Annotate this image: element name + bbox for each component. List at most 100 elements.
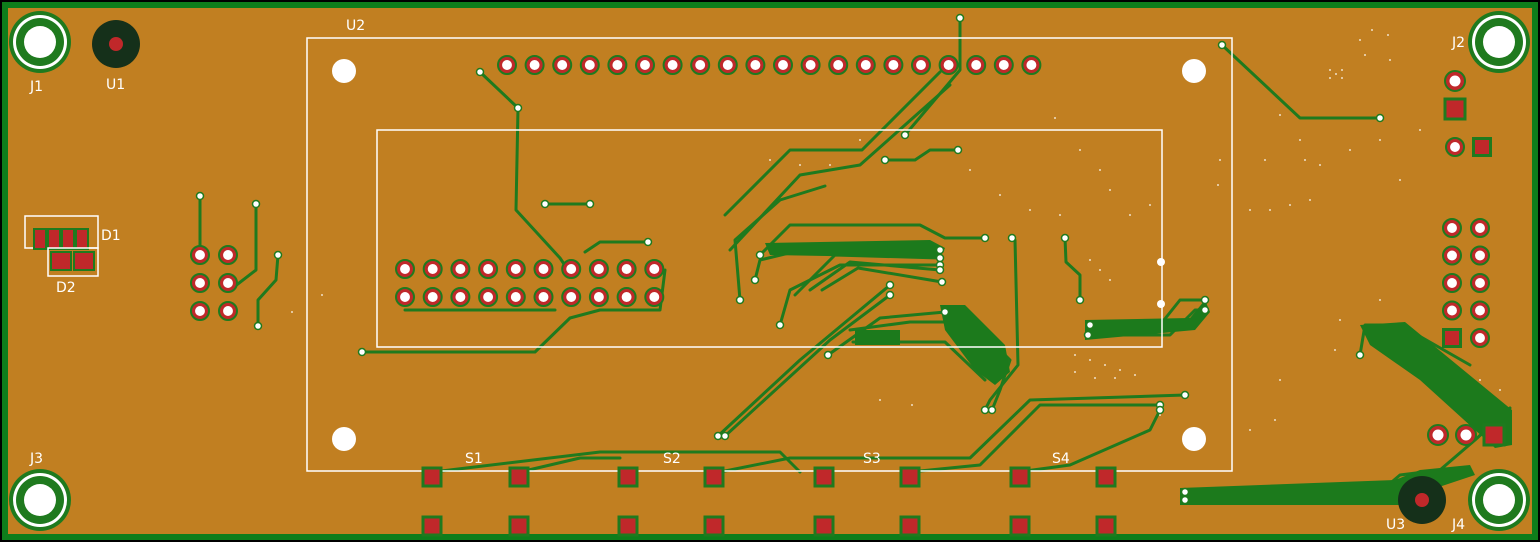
u2-header-pad [938,55,959,75]
power-pad [1455,424,1477,446]
switch-pad [703,515,725,537]
label-u3: U3 [1386,517,1405,533]
left-header-pad [190,273,210,293]
mount-hole [1182,427,1206,451]
via [1217,40,1227,50]
switch-pad [508,466,530,488]
left-header-pad [218,301,238,321]
j2-pad [1444,70,1466,92]
j3-mount-hole [9,469,71,531]
label-d1: D1 [101,228,121,244]
inner-header-pad [644,287,665,307]
via [1200,305,1210,315]
label-s1: S1 [465,451,483,467]
u3-component [1398,476,1446,524]
switch-pad [617,515,639,537]
label-j4: J4 [1451,517,1465,533]
inner-header-pad [644,259,665,279]
via [251,199,261,209]
u2-outer-outline [306,37,1233,472]
switch-pad [899,515,921,537]
u2-header-pad [828,55,849,75]
u2-silkscreen [306,37,1233,472]
right-header-pad [1470,328,1490,348]
inner-header-pad [395,259,415,279]
right-header-pad [1442,273,1462,293]
d2-footprint [47,247,99,277]
u2-header-pad [662,55,683,75]
board-substrate [8,8,1532,534]
inner-header-pad [616,287,637,307]
j2-mount-hole [1468,11,1530,73]
inner-header-pad [505,287,526,307]
via-field [291,29,1501,431]
via [195,191,205,201]
u2-header-pad [855,55,876,75]
u2-header-pad [690,55,711,75]
u2-header-pad [635,55,655,75]
u2-header-pad [800,55,821,75]
pads [190,13,1506,537]
inner-header-pad [561,287,582,307]
switch-pad [508,515,530,537]
d1-footprint [24,215,99,250]
switch-pad [1095,466,1117,488]
via [1155,405,1165,415]
via [935,253,945,263]
u2-header-pad [524,55,545,75]
j4-mount-hole [1468,469,1530,531]
via [540,199,550,209]
via [1355,350,1365,360]
switch-pad [421,466,443,488]
inner-header-pad [505,259,526,279]
inner-header-pad [533,287,554,307]
inner-header-pad [478,259,499,279]
via [750,275,760,285]
inner-header-pad [533,259,554,279]
mount-hole [332,59,356,83]
inner-header-pad [450,259,471,279]
switch-pad [1009,515,1031,537]
switch-pad [813,466,835,488]
u2-header-pad [993,55,1014,75]
u2-header-pad [911,55,931,75]
label-s2: S2 [663,451,681,467]
via [1007,233,1017,243]
via [735,295,745,305]
inner-header-pad [422,259,443,279]
label-s4: S4 [1052,451,1070,467]
u2-header-pad [552,55,573,75]
via [585,199,595,209]
j1-mount-hole [9,11,71,73]
via [940,307,950,317]
switch-pad [813,515,835,537]
left-header-pad [190,301,210,321]
via [980,233,990,243]
switch-pad [1009,466,1031,488]
u2-header-pad [966,55,987,75]
switch-pad [421,515,443,537]
via [955,13,965,23]
u2-header-pad [579,55,600,75]
via [253,321,263,331]
j2-pad [1472,137,1492,157]
via [885,290,895,300]
right-header-pad [1470,273,1490,293]
u2-header-pad [883,55,904,75]
left-header-pad [218,245,238,265]
u2-header-pad [497,55,517,75]
label-j2: J2 [1451,35,1465,51]
inner-header-pad [588,259,609,279]
switch-pad [1095,515,1117,537]
via [937,277,947,287]
power-pad [1482,423,1506,447]
switch-pad [703,466,725,488]
via [935,265,945,275]
u2-header-pad [773,55,793,75]
corner-mount-holes [9,11,1530,531]
u2-display-window [376,129,1163,348]
inner-header-pad [395,287,415,307]
via [513,103,523,113]
via [1060,233,1070,243]
via [1180,495,1190,505]
